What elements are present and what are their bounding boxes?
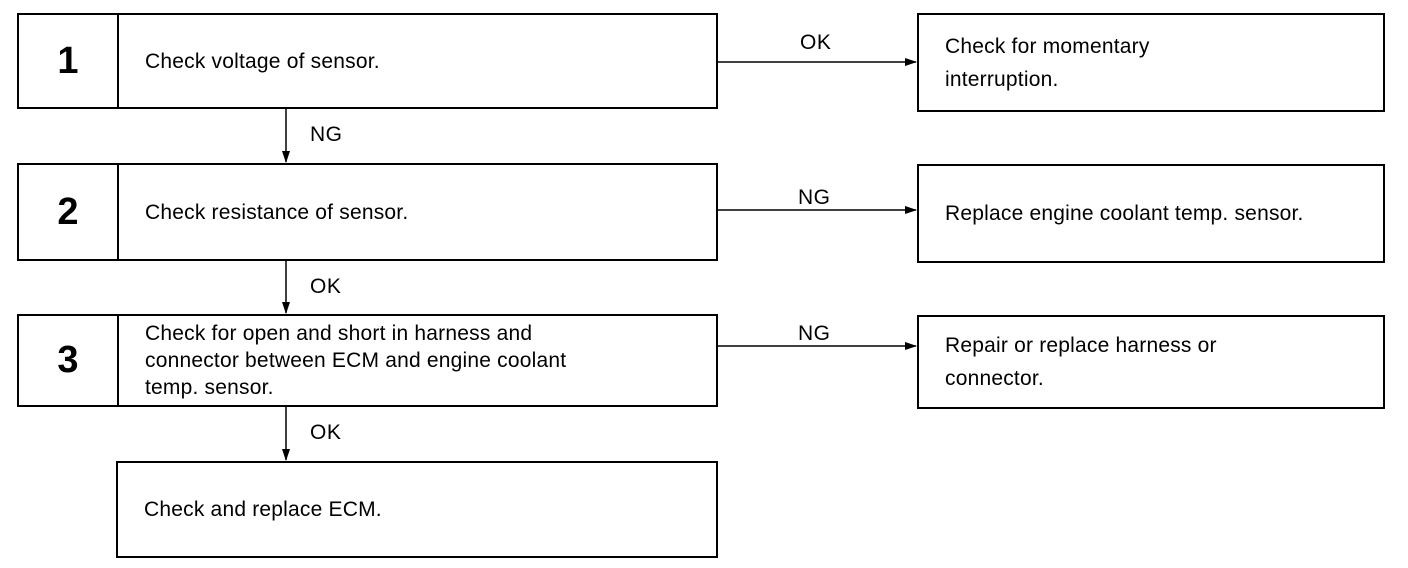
- result-box-1: Check for momentary interruption.: [917, 13, 1385, 112]
- final-box: Check and replace ECM.: [116, 461, 718, 558]
- result-text: Check for momentary interruption.: [945, 34, 1150, 91]
- step-text: Check for open and short in harness and …: [145, 322, 567, 399]
- step-box-2: 2 Check resistance of sensor.: [17, 163, 718, 261]
- result-label-2: NG: [798, 186, 831, 209]
- result-box-2: Replace engine coolant temp. sensor.: [917, 164, 1385, 263]
- result-box-3: Repair or replace harness or connector.: [917, 315, 1385, 409]
- final-text: Check and replace ECM.: [144, 497, 382, 521]
- step-text: Check voltage of sensor.: [145, 49, 380, 73]
- step-box-1: 1 Check voltage of sensor.: [17, 13, 718, 109]
- result-label-1: OK: [800, 31, 832, 54]
- result-label-3: NG: [798, 322, 831, 345]
- result-text: Replace engine coolant temp. sensor.: [945, 202, 1304, 225]
- down-label-2: OK: [310, 275, 342, 298]
- step-text: Check resistance of sensor.: [145, 200, 409, 224]
- step-number: 3: [19, 316, 119, 405]
- step-box-3: 3 Check for open and short in harness an…: [17, 314, 718, 407]
- down-label-1: NG: [310, 123, 343, 146]
- result-text: Repair or replace harness or connector.: [945, 334, 1217, 390]
- down-label-3: OK: [310, 421, 342, 444]
- step-number: 2: [19, 165, 119, 259]
- step-number: 1: [19, 15, 119, 107]
